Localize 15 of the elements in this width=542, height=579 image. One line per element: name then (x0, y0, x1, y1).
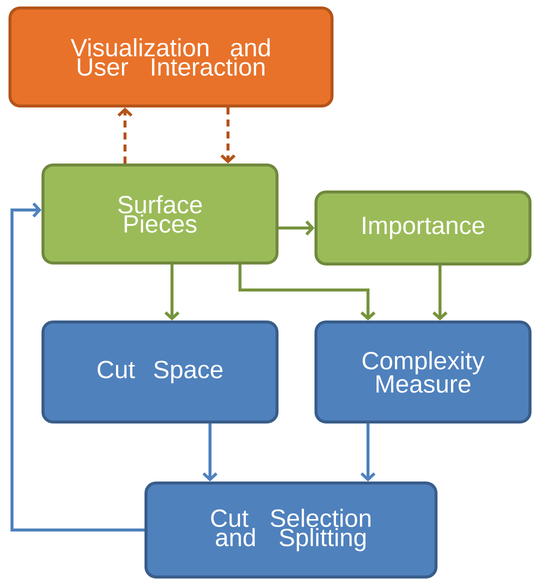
process-box: Cut Selection and Splitting (144, 482, 438, 578)
process-box: Cut Space (42, 320, 278, 424)
arrow (360, 424, 376, 482)
arrow (164, 264, 180, 320)
process-box: Visualization and User Interaction (8, 6, 334, 108)
arrow (238, 264, 376, 320)
arrow (220, 108, 236, 164)
arrow (117, 108, 133, 164)
process-box: Complexity Measure (314, 320, 532, 424)
arrow (10, 202, 144, 532)
process-box: Importance (314, 190, 532, 266)
process-box: Surface Pieces (42, 164, 278, 264)
arrow (202, 424, 218, 482)
arrow (278, 220, 314, 236)
arrow (432, 266, 448, 320)
